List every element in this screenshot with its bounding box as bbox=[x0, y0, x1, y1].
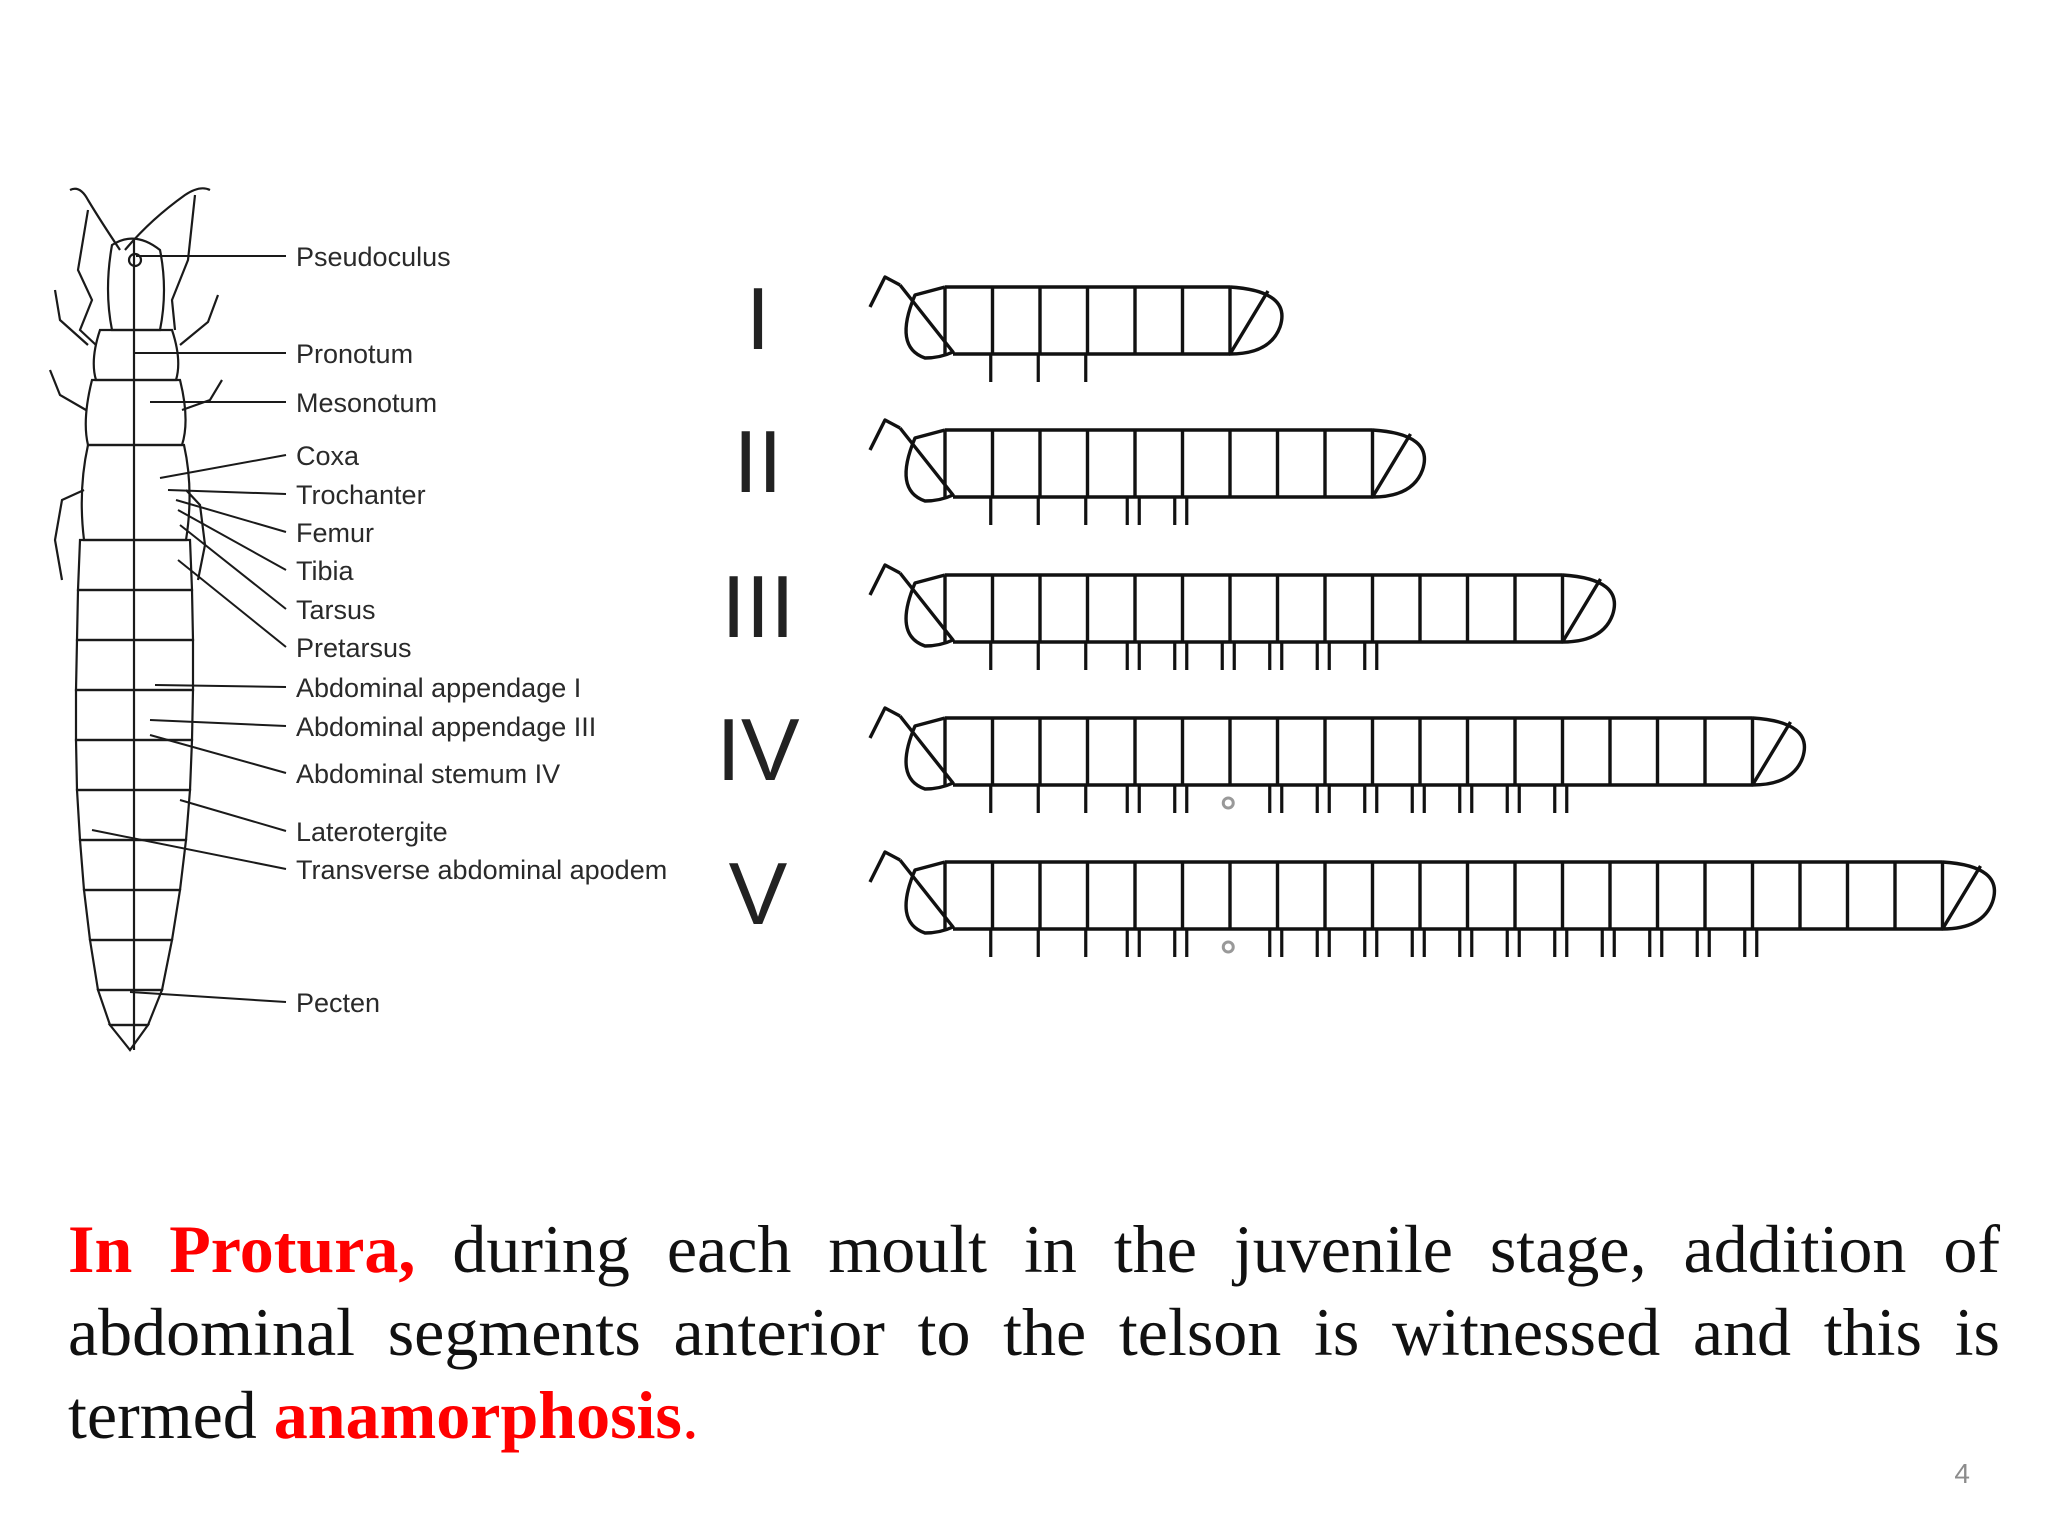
stage-V: V bbox=[729, 844, 1997, 957]
stage-III: III bbox=[721, 557, 1617, 670]
stage-body-outline bbox=[945, 428, 1373, 499]
leader-lines bbox=[91, 255, 287, 1003]
caption-text: In Protura, during each moult in the juv… bbox=[68, 1208, 2000, 1457]
label-pseudoculus: Pseudoculus bbox=[296, 242, 451, 272]
new-segment-marker bbox=[1221, 796, 1235, 810]
new-segment-marker bbox=[1221, 940, 1235, 954]
label-abdominal-sternum-4: Abdominal stemum IV bbox=[296, 759, 560, 789]
stage-head bbox=[898, 283, 955, 360]
label-tibia: Tibia bbox=[296, 556, 355, 586]
anatomy-diagram: Pseudoculus Pronotum Mesonotum Coxa Troc… bbox=[48, 187, 667, 1052]
label-abdominal-appendage-1: Abdominal appendage I bbox=[296, 673, 581, 703]
label-transverse-abdominal-apodeme: Transverse abdominal apodem bbox=[296, 855, 667, 885]
stage-head bbox=[898, 426, 955, 503]
label-laterotergite: Laterotergite bbox=[296, 817, 448, 847]
stage-body-outline bbox=[945, 573, 1563, 644]
anatomy-labels: Pseudoculus Pronotum Mesonotum Coxa Troc… bbox=[296, 242, 667, 1018]
stage-numeral: IV bbox=[716, 700, 799, 799]
stage-telson bbox=[1560, 573, 1617, 644]
label-abdominal-appendage-3: Abdominal appendage III bbox=[296, 712, 596, 742]
label-pretarsus: Pretarsus bbox=[296, 633, 412, 663]
stage-numeral: III bbox=[721, 557, 794, 656]
stage-I: I bbox=[746, 269, 1284, 382]
stage-head bbox=[898, 858, 955, 935]
stage-telson bbox=[1370, 428, 1427, 499]
stage-II: II bbox=[734, 412, 1427, 525]
page-number: 4 bbox=[1954, 1458, 1970, 1489]
caption-lead: In Protura, bbox=[68, 1211, 416, 1287]
label-coxa: Coxa bbox=[296, 441, 360, 471]
label-trochanter: Trochanter bbox=[296, 480, 426, 510]
stage-antenna bbox=[868, 563, 901, 596]
stage-antenna bbox=[868, 706, 901, 739]
proturan-body-drawing bbox=[48, 187, 223, 1052]
stage-head bbox=[898, 714, 955, 791]
stage-head bbox=[898, 571, 955, 648]
label-tarsus: Tarsus bbox=[296, 595, 376, 625]
stage-IV: IV bbox=[716, 700, 1807, 813]
label-pecten: Pecten bbox=[296, 988, 380, 1018]
caption-body: during each moult in the juvenile stage,… bbox=[68, 1211, 2000, 1453]
stage-numeral: II bbox=[734, 412, 783, 511]
stage-antenna bbox=[868, 275, 901, 308]
stage-numeral: I bbox=[746, 269, 770, 368]
stage-antenna bbox=[868, 850, 901, 883]
stage-telson bbox=[1750, 716, 1807, 787]
stage-body-outline bbox=[945, 716, 1753, 787]
label-pronotum: Pronotum bbox=[296, 339, 413, 369]
stage-numeral: V bbox=[729, 844, 788, 943]
stage-telson bbox=[1940, 860, 1997, 931]
stage-antenna bbox=[868, 418, 901, 451]
stage-body-outline bbox=[945, 860, 1943, 931]
caption-period: . bbox=[681, 1377, 699, 1453]
stage-telson bbox=[1228, 285, 1284, 356]
label-femur: Femur bbox=[296, 518, 374, 548]
label-mesonotum: Mesonotum bbox=[296, 388, 437, 418]
caption-term: anamorphosis bbox=[273, 1377, 682, 1453]
